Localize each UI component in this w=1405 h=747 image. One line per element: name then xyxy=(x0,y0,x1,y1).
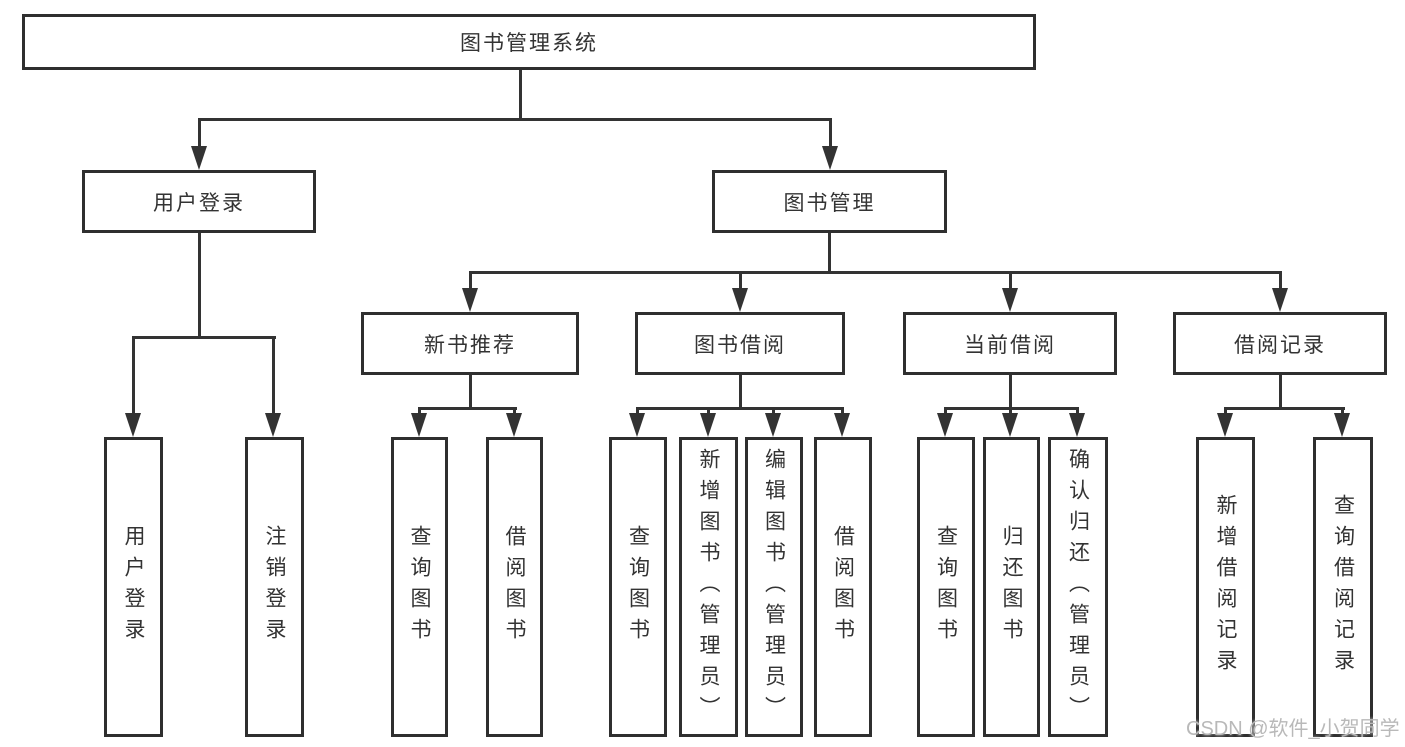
leaf-user-login: 用户登录 xyxy=(104,437,163,737)
arrow-down-icon xyxy=(1272,288,1288,312)
node-label: 新书推荐 xyxy=(424,333,516,357)
arrow-down-icon xyxy=(125,413,141,437)
connector-line xyxy=(739,375,742,410)
connector-line xyxy=(513,407,516,415)
connector-line xyxy=(829,118,832,148)
connector-line xyxy=(636,407,639,415)
leaf-return-books: 归还图书 xyxy=(983,437,1040,737)
node-label: 图书管理 xyxy=(783,191,876,215)
arrow-down-icon xyxy=(191,146,207,170)
node-book-management: 图书管理 xyxy=(712,170,947,233)
node-label: 借阅图书 xyxy=(503,525,526,649)
arrow-down-icon xyxy=(937,413,953,437)
connector-line xyxy=(1279,271,1282,290)
leaf-query-books-current: 查询图书 xyxy=(917,437,975,737)
node-current-borrowing: 当前借阅 xyxy=(903,312,1117,375)
connector-line xyxy=(636,407,844,410)
connector-line xyxy=(469,271,472,290)
leaf-borrow-books-borrowing: 借阅图书 xyxy=(814,437,872,737)
leaf-add-borrow-record: 新增借阅记录 xyxy=(1196,437,1255,737)
leaf-borrow-books-recommend: 借阅图书 xyxy=(486,437,543,737)
node-root-library-management-system: 图书管理系统 xyxy=(22,14,1036,70)
leaf-edit-book-admin: 编辑图书（管理员） xyxy=(745,437,803,737)
arrow-down-icon xyxy=(1002,413,1018,437)
connector-line xyxy=(944,407,947,415)
connector-line xyxy=(1341,407,1344,415)
connector-line xyxy=(1009,375,1012,410)
node-label: 用户登录 xyxy=(153,191,245,215)
leaf-query-borrow-record: 查询借阅记录 xyxy=(1313,437,1373,737)
node-label: 查询图书 xyxy=(934,525,958,649)
arrow-down-icon xyxy=(462,288,478,312)
node-label: 查询图书 xyxy=(626,525,650,649)
arrow-down-icon xyxy=(411,413,427,437)
connector-line xyxy=(418,407,421,415)
connector-line xyxy=(469,375,472,410)
node-label: 借阅图书 xyxy=(831,525,855,649)
arrow-down-icon xyxy=(834,413,850,437)
arrow-down-icon xyxy=(1334,413,1350,437)
connector-line xyxy=(1009,407,1012,415)
connector-line xyxy=(198,118,201,148)
leaf-query-books-recommend: 查询图书 xyxy=(391,437,448,737)
arrow-down-icon xyxy=(629,413,645,437)
connector-line xyxy=(828,233,831,274)
connector-line xyxy=(519,70,522,120)
arrow-down-icon xyxy=(1002,288,1018,312)
node-book-borrowing: 图书借阅 xyxy=(635,312,845,375)
connector-line xyxy=(1224,407,1345,410)
connector-line xyxy=(132,336,276,339)
arrow-down-icon xyxy=(1069,413,1085,437)
arrow-down-icon xyxy=(732,288,748,312)
connector-line xyxy=(707,407,710,415)
node-label: 借阅记录 xyxy=(1234,333,1326,357)
node-label: 确认归还（管理员） xyxy=(1066,447,1090,727)
arrow-down-icon xyxy=(1217,413,1233,437)
node-label: 编辑图书（管理员） xyxy=(762,447,786,727)
connector-line xyxy=(1076,407,1079,415)
connector-line xyxy=(841,407,844,415)
arrow-down-icon xyxy=(506,413,522,437)
connector-line xyxy=(198,233,201,339)
node-borrowing-records: 借阅记录 xyxy=(1173,312,1387,375)
connector-line xyxy=(739,271,742,290)
node-label: 注销登录 xyxy=(263,525,286,649)
leaf-confirm-return-admin: 确认归还（管理员） xyxy=(1048,437,1108,737)
watermark: CSDN @软件_小贺同学 xyxy=(1186,718,1400,740)
connector-line xyxy=(272,336,275,414)
leaf-logout: 注销登录 xyxy=(245,437,304,737)
connector-line xyxy=(132,336,135,414)
connector-line xyxy=(418,407,517,410)
node-label: 查询图书 xyxy=(408,525,431,649)
node-label: 归还图书 xyxy=(1000,525,1023,649)
node-label: 图书借阅 xyxy=(694,333,786,357)
arrow-down-icon xyxy=(822,146,838,170)
connector-line xyxy=(1009,271,1012,290)
node-label: 图书管理系统 xyxy=(460,32,598,55)
arrow-down-icon xyxy=(265,413,281,437)
node-label: 查询借阅记录 xyxy=(1331,494,1355,680)
connector-line xyxy=(469,271,1282,274)
node-new-book-recommendation: 新书推荐 xyxy=(361,312,579,375)
arrow-down-icon xyxy=(700,413,716,437)
connector-line xyxy=(1279,375,1282,410)
node-label: 新增借阅记录 xyxy=(1214,494,1237,680)
node-label: 当前借阅 xyxy=(964,333,1056,357)
node-label: 用户登录 xyxy=(122,525,145,649)
leaf-add-book-admin: 新增图书（管理员） xyxy=(679,437,738,737)
connector-line xyxy=(198,118,832,121)
arrow-down-icon xyxy=(765,413,781,437)
connector-line xyxy=(772,407,775,415)
node-label: 新增图书（管理员） xyxy=(697,447,720,727)
leaf-query-books-borrowing: 查询图书 xyxy=(609,437,667,737)
node-user-login: 用户登录 xyxy=(82,170,316,233)
connector-line xyxy=(1224,407,1227,415)
